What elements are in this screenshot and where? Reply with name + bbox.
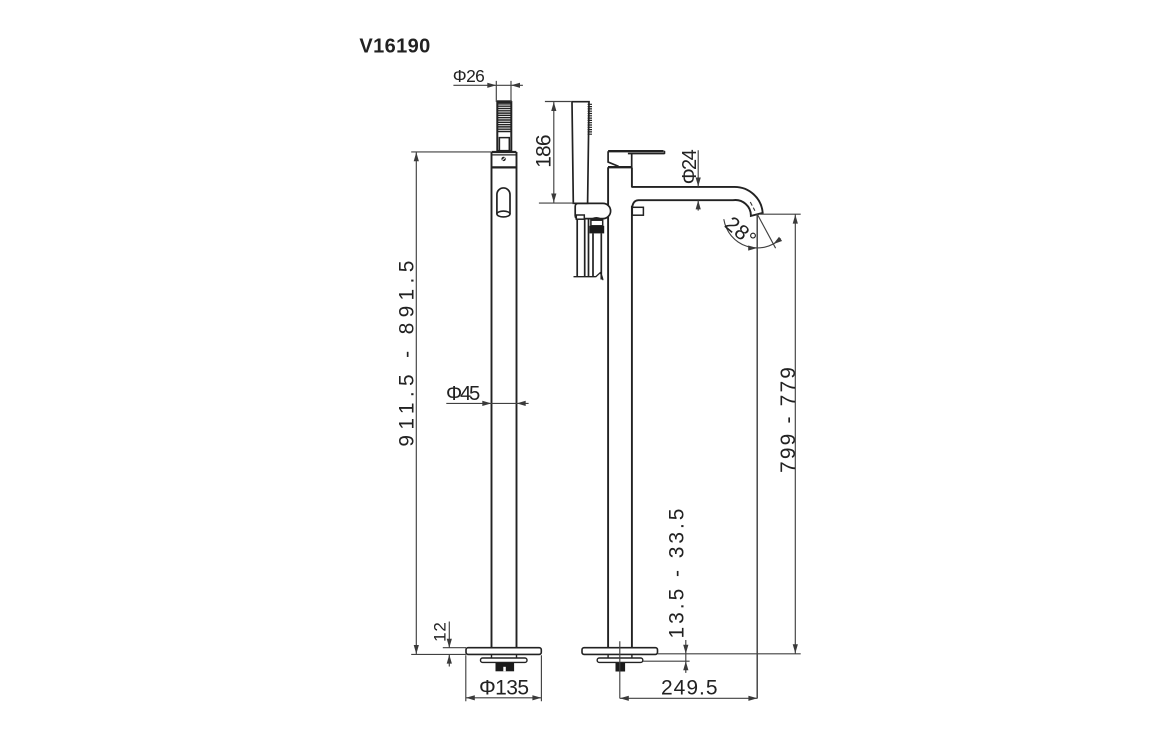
svg-text:Φ135: Φ135 (479, 677, 529, 700)
svg-text:911.5 - 891.5: 911.5 - 891.5 (396, 261, 419, 447)
svg-text:Φ26: Φ26 (453, 66, 485, 86)
svg-text:799 - 779: 799 - 779 (777, 367, 800, 473)
svg-text:Φ24: Φ24 (679, 149, 701, 184)
svg-text:186: 186 (533, 134, 556, 167)
svg-text:V16190: V16190 (359, 35, 430, 57)
svg-text:Φ45: Φ45 (446, 383, 480, 405)
svg-text:12: 12 (430, 622, 449, 642)
svg-text:13.5 - 33.5: 13.5 - 33.5 (666, 509, 689, 639)
svg-text:28°: 28° (720, 212, 760, 251)
svg-text:249.5: 249.5 (661, 676, 718, 699)
